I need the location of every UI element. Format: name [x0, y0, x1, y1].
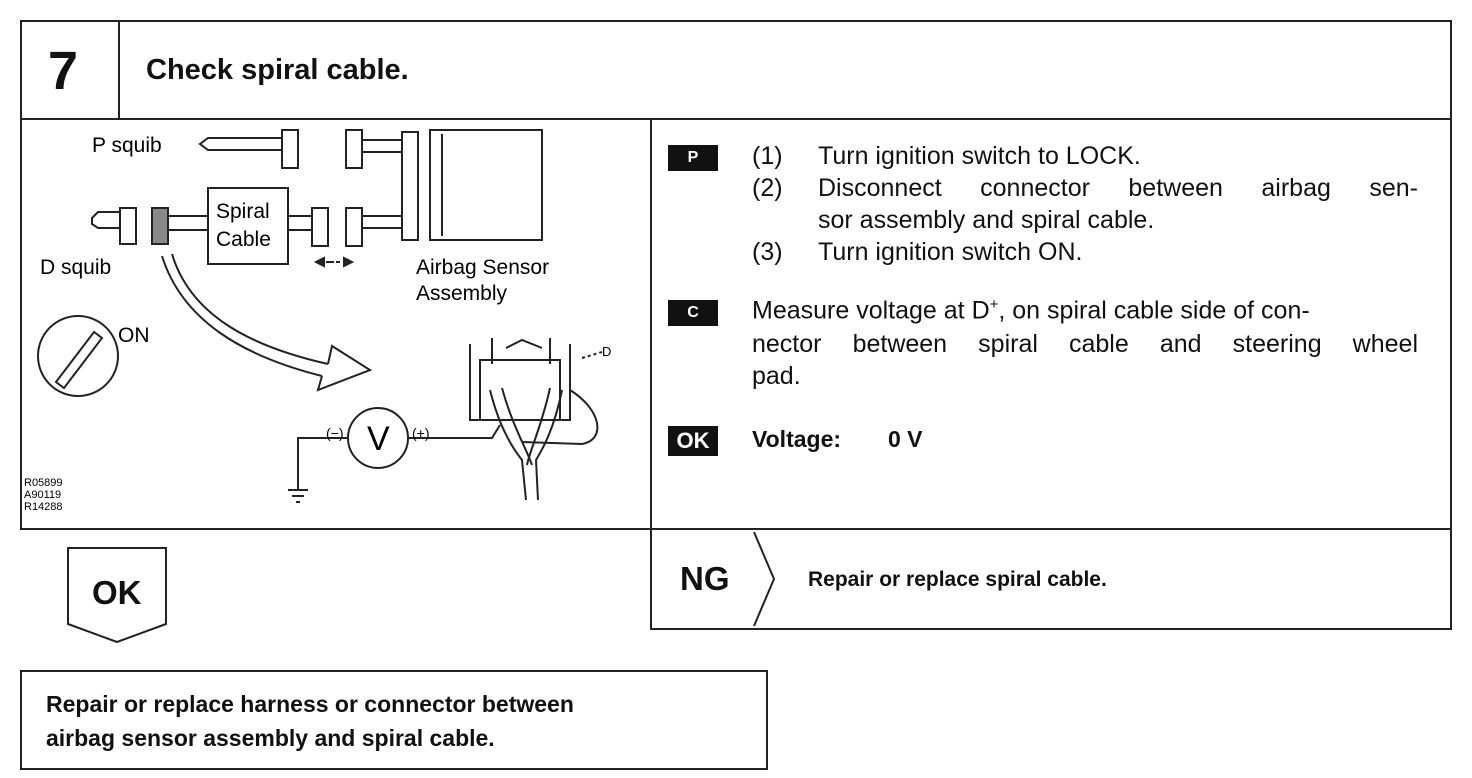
check-badge: C: [668, 300, 718, 326]
step-1-num: (1): [752, 142, 783, 170]
ref-code-1: R05899: [24, 477, 63, 489]
step-2-num: (2): [752, 174, 783, 202]
meter-minus-label: (−): [326, 425, 344, 441]
ok-criteria-value: 0 V: [888, 426, 923, 452]
check-text-1b: , on spiral cable side of con-: [998, 296, 1310, 325]
voltmeter-symbol: V: [367, 420, 390, 458]
d-squib-label: D squib: [40, 256, 111, 279]
check-text-1-sup: +: [989, 296, 999, 313]
d-plus-label: D: [602, 344, 611, 359]
meter-plus-label: (+): [412, 425, 430, 441]
wiring-diagram: P squib D squib Spiral Cable Airbag Sens…: [24, 129, 611, 513]
step-3-text: Turn ignition switch ON.: [818, 238, 1083, 266]
ng-label: NG: [680, 560, 730, 597]
ok-badge: OK: [668, 426, 718, 456]
check-text-2: nector between spiral cable and steering…: [752, 330, 1418, 358]
airbag-sensor-label-2: Assembly: [416, 282, 508, 305]
check-text-3: pad.: [752, 362, 801, 390]
ref-code-3: R14288: [24, 501, 63, 513]
ng-box: [650, 528, 1452, 630]
step-number-divider: [118, 20, 120, 120]
step-1-text: Turn ignition switch to LOCK.: [818, 142, 1141, 170]
step-3-num: (3): [752, 238, 783, 266]
step-title: Check spiral cable.: [146, 54, 409, 86]
step-2-text-1: Disconnect connector between airbag sen-: [818, 174, 1418, 202]
ok-arrow: [67, 547, 167, 644]
airbag-sensor-label-1: Airbag Sensor: [416, 256, 549, 279]
prep-badge: P: [668, 145, 718, 171]
ng-action: Repair or replace spiral cable.: [808, 568, 1107, 591]
step-number: 7: [48, 41, 79, 101]
final-action-box: [20, 670, 768, 770]
ok-branch-label: OK: [92, 574, 142, 611]
check-text-1: Measure voltage at D+, on spiral cable s…: [752, 296, 1310, 325]
p-squib-label: P squib: [92, 134, 162, 157]
column-divider: [650, 118, 652, 530]
final-action-line-1: Repair or replace harness or connector b…: [46, 691, 574, 717]
on-label: ON: [118, 324, 150, 347]
spiral-cable-label-1: Spiral: [216, 200, 270, 223]
ok-criteria-label: Voltage:: [752, 426, 842, 452]
spiral-cable-label-2: Cable: [216, 228, 271, 251]
check-text-1a: Measure voltage at D: [752, 296, 990, 325]
ref-code-2: A90119: [24, 489, 61, 501]
ng-chevron: [753, 531, 776, 627]
step-2-text-2: sor assembly and spiral cable.: [818, 206, 1155, 234]
final-action-line-2: airbag sensor assembly and spiral cable.: [46, 725, 495, 751]
